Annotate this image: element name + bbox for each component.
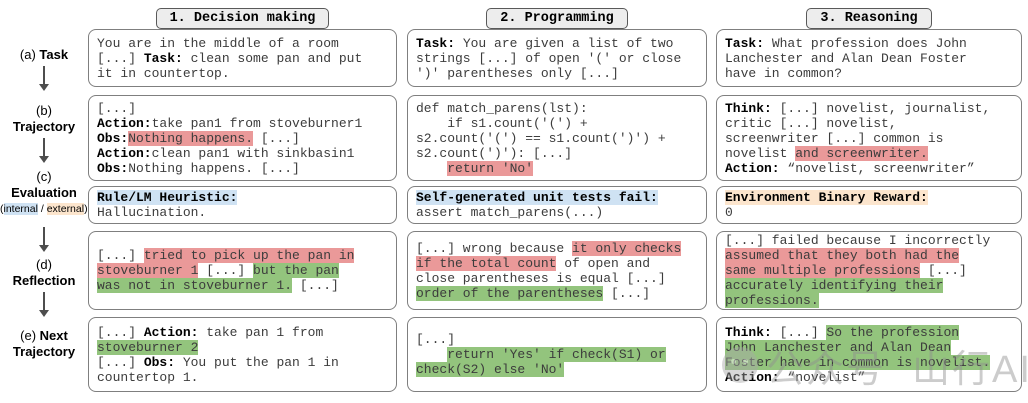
decision-task-box: You are in the middle of a room [...] Ta… xyxy=(88,29,397,87)
reasoning-evaluation-box: Environment Binary Reward: 0 xyxy=(716,186,1022,224)
arrow-down-icon xyxy=(37,227,51,252)
programming-reflection-box: [...] wrong because it only checks if th… xyxy=(407,231,707,310)
arrow-down-icon xyxy=(37,292,51,317)
decision-evaluation-text: Rule/LM Heuristic: Hallucination. xyxy=(97,190,238,220)
arrow-down-icon xyxy=(37,138,51,163)
programming-next-trajectory-text: [...] return 'Yes' if check(S1) or check… xyxy=(416,332,666,377)
column-header-programming: 2. Programming xyxy=(486,8,628,29)
column-header-row-3: 3. Reasoning xyxy=(716,8,1022,29)
programming-next-trajectory-box: [...] return 'Yes' if check(S1) or check… xyxy=(407,317,707,392)
wechat-icon xyxy=(722,347,758,383)
arrow-shaft xyxy=(43,292,45,310)
reasoning-task-box: Task: What profession does John Lanchest… xyxy=(716,29,1022,87)
arrow-shaft xyxy=(43,227,45,245)
arrow-shaft xyxy=(43,138,45,156)
row-label-task: (a) Task xyxy=(19,47,69,62)
programming-trajectory-text: def match_parens(lst): if s1.count('(') … xyxy=(416,100,666,176)
row-label-evaluation-internal-external: (internal / external) xyxy=(0,203,98,216)
reasoning-evaluation-text: Environment Binary Reward: 0 xyxy=(725,190,928,220)
reasoning-next-trajectory-box: Think: [...] So the profession John Lanc… xyxy=(716,317,1022,392)
programming-task-text: Task: You are given a list of two string… xyxy=(416,35,682,81)
decision-task-text: You are in the middle of a room [...] Ta… xyxy=(97,35,363,81)
decision-next-trajectory-text: [...] Action: take pan 1 from stoveburne… xyxy=(97,324,339,385)
reasoning-trajectory-box: Think: [...] novelist, journalist, criti… xyxy=(716,95,1022,181)
decision-next-trajectory-box: [...] Action: take pan 1 from stoveburne… xyxy=(88,317,397,392)
arrow-down-icon xyxy=(37,66,51,91)
programming-trajectory-box: def match_parens(lst): if s1.count('(') … xyxy=(407,95,707,181)
programming-evaluation-text: Self-generated unit tests fail: assert m… xyxy=(416,190,658,220)
row-label-reflection: (d) Reflection xyxy=(12,257,76,288)
decision-reflection-box: [...] tried to pick up the pan in stoveb… xyxy=(88,231,397,310)
arrow-head xyxy=(39,245,49,252)
programming-evaluation-box: Self-generated unit tests fail: assert m… xyxy=(407,186,707,224)
watermark-text-right: 山行AI xyxy=(912,348,1028,391)
column-header-decision-making: 1. Decision making xyxy=(155,8,330,29)
reasoning-trajectory-text: Think: [...] novelist, journalist, criti… xyxy=(725,100,991,176)
decision-trajectory-box: [...] Action:take pan1 from stoveburner1… xyxy=(88,95,397,181)
programming-reflection-text: [...] wrong because it only checks if th… xyxy=(416,240,682,301)
column-header-reasoning: 3. Reasoning xyxy=(806,8,932,29)
arrow-head xyxy=(39,156,49,163)
column-header-row-1: 1. Decision making xyxy=(88,8,397,29)
column-header-row-2: 2. Programming xyxy=(407,8,707,29)
row-label-next-trajectory: (e) Next Trajectory xyxy=(12,328,76,359)
row-label-evaluation: (c) Evaluation xyxy=(11,169,77,200)
reasoning-reflection-box: [...] failed because I incorrectly assum… xyxy=(716,231,1022,310)
watermark: 公众号 山行AI xyxy=(722,337,1028,393)
watermark-text-left: 公众号 xyxy=(766,348,887,391)
decision-trajectory-text: [...] Action:take pan1 from stoveburner1… xyxy=(97,100,363,176)
row-label-trajectory: (b) Trajectory xyxy=(12,103,76,134)
arrow-head xyxy=(39,310,49,317)
arrow-shaft xyxy=(43,66,45,84)
reasoning-reflection-text: [...] failed because I incorrectly assum… xyxy=(725,233,991,308)
decision-reflection-text: [...] tried to pick up the pan in stoveb… xyxy=(97,248,355,293)
programming-task-box: Task: You are given a list of two string… xyxy=(407,29,707,87)
decision-evaluation-box: Rule/LM Heuristic: Hallucination. xyxy=(88,186,397,224)
arrow-head xyxy=(39,84,49,91)
reasoning-task-text: Task: What profession does John Lanchest… xyxy=(725,35,967,81)
reasoning-next-trajectory-text: Think: [...] So the profession John Lanc… xyxy=(725,324,991,385)
